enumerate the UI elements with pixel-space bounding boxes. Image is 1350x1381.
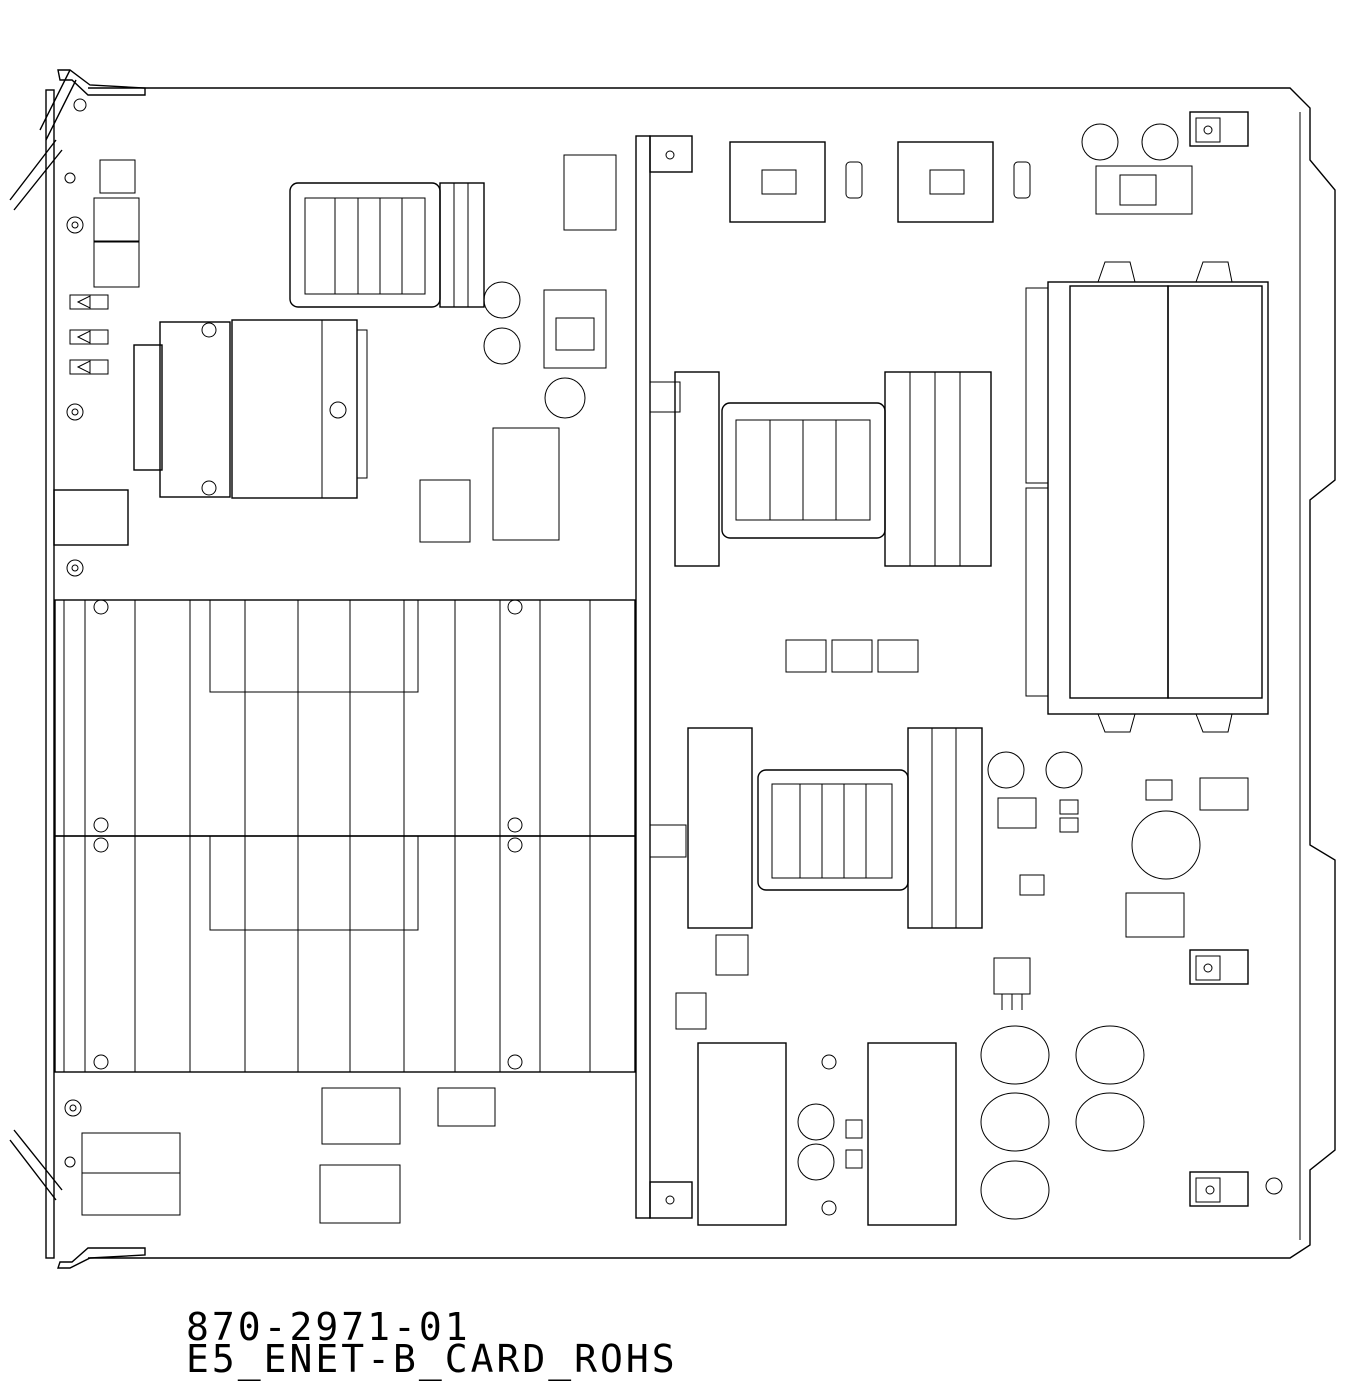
power-modules — [697, 1042, 957, 1226]
dimm-sockets — [1025, 261, 1269, 733]
center-rail — [635, 135, 693, 1219]
mezzanine-connector — [133, 319, 368, 499]
part-number-label: 870-2971-01 — [186, 1305, 471, 1349]
left-components — [93, 154, 617, 543]
top-ejector-handle[interactable] — [9, 69, 146, 211]
heatsink-left-upper — [54, 599, 636, 837]
card-name-label: E5_ENET-B_CARD_ROHS — [186, 1337, 678, 1381]
top-right-ics — [729, 123, 1193, 223]
processor-socket-upper-left — [289, 182, 485, 308]
board-outline — [88, 87, 1336, 1259]
panel-screw-holes — [64, 216, 84, 1117]
center-small-components — [785, 639, 919, 673]
right-middle-components — [987, 751, 1249, 1010]
bottom-left-components — [81, 1087, 496, 1224]
electrolytic-capacitors — [980, 1025, 1145, 1220]
heatsink-left-lower — [54, 835, 636, 1073]
processor-socket-center-upper — [674, 371, 992, 567]
front-panel — [45, 89, 129, 1259]
circuit-board-drawing — [9, 69, 1336, 1269]
right-mounting-blocks — [1189, 111, 1283, 1207]
front-panel-leds — [69, 294, 109, 375]
small-ics-lower — [675, 934, 749, 1030]
processor-socket-center-lower — [687, 727, 983, 929]
bottom-ejector-handle[interactable] — [9, 1129, 146, 1269]
